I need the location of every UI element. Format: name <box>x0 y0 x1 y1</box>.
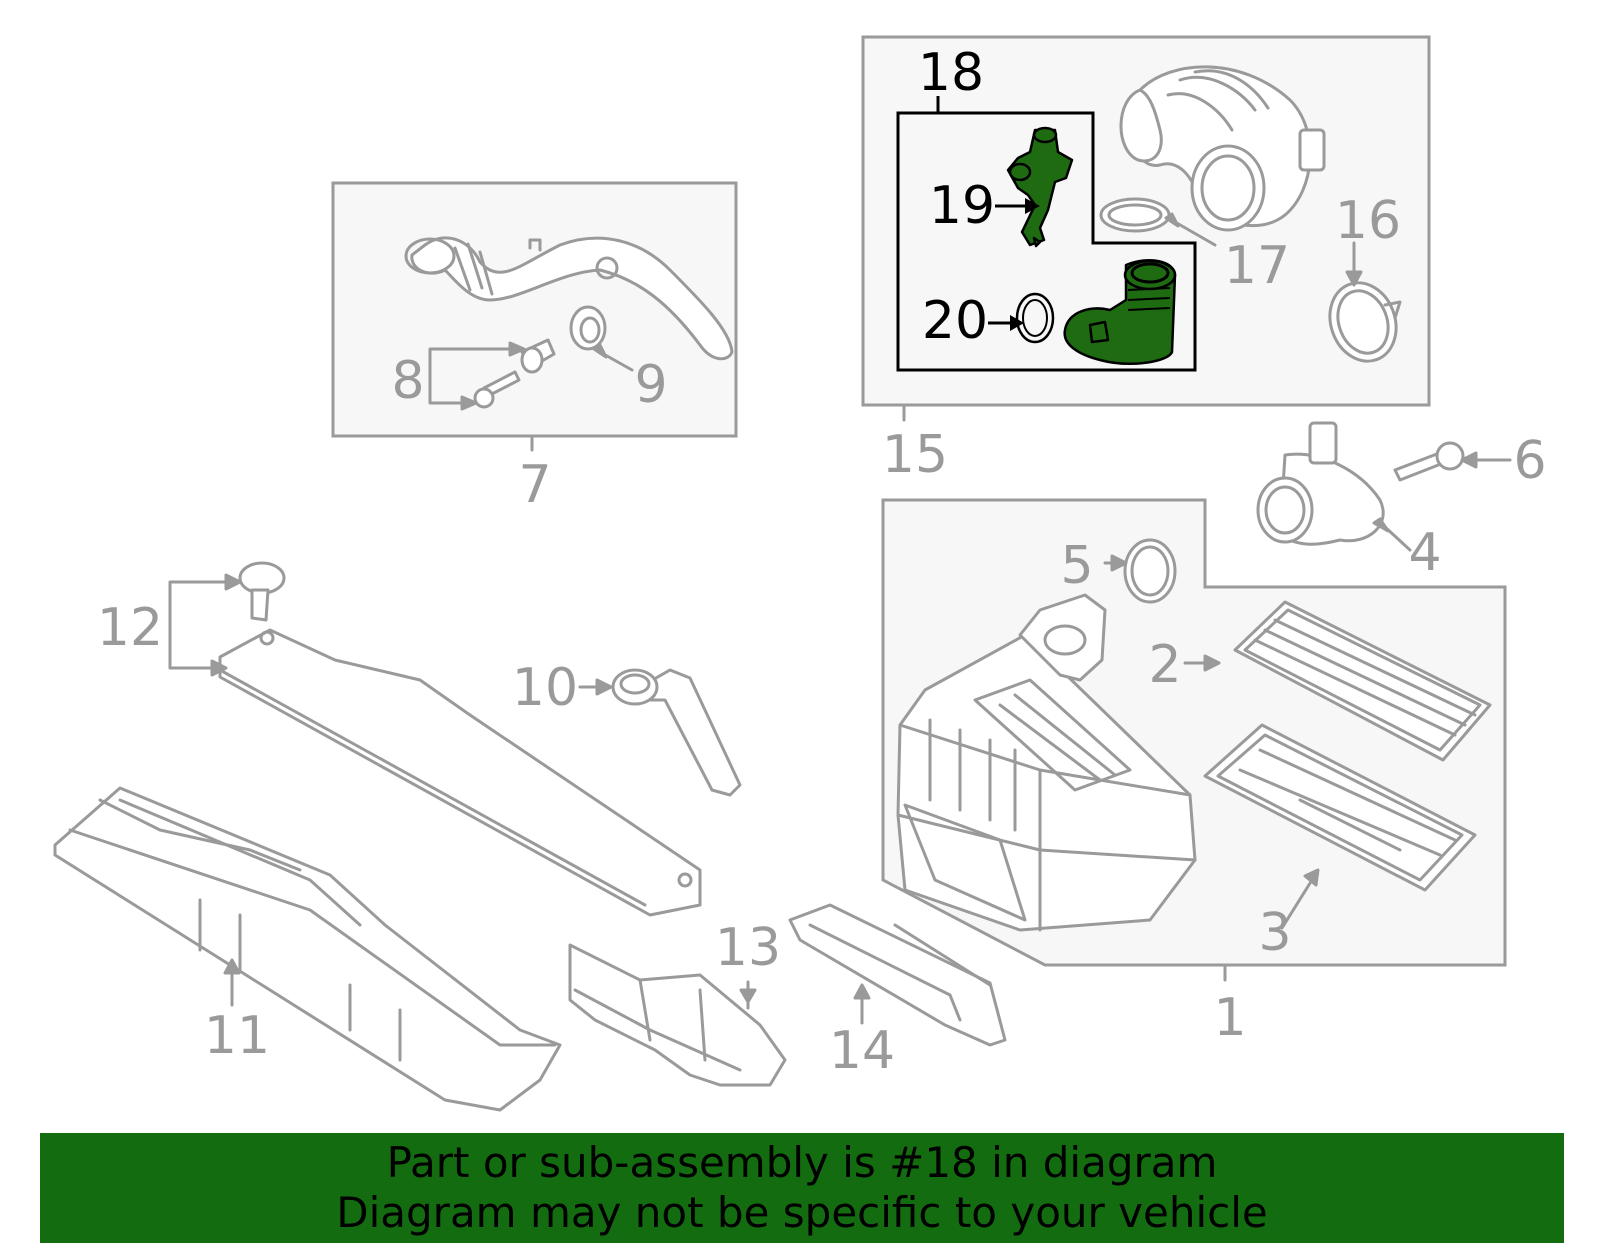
callout-14: 14 <box>829 1021 895 1081</box>
sub-assembly-18-outline <box>896 96 1197 372</box>
pushpin-8a[interactable] <box>520 338 556 374</box>
valve-19[interactable] <box>1006 126 1074 248</box>
hose-10[interactable] <box>611 668 742 797</box>
maf-sensor-4[interactable] <box>1256 421 1385 546</box>
duct-14[interactable] <box>788 903 1007 1047</box>
callout-5: 5 <box>1060 536 1093 596</box>
intake-hose-7[interactable] <box>404 236 734 361</box>
air-cleaner-housing[interactable] <box>896 593 1197 932</box>
callout-8: 8 <box>391 351 424 411</box>
pushpin-12[interactable] <box>238 561 286 622</box>
clamp-16[interactable] <box>1319 273 1407 370</box>
callout-3: 3 <box>1258 903 1291 963</box>
filter-element-2[interactable] <box>1233 600 1492 762</box>
callout-15: 15 <box>882 425 948 485</box>
bolt-6[interactable] <box>1393 441 1465 482</box>
callout-12: 12 <box>97 598 163 658</box>
air-duct-11[interactable] <box>53 786 562 1112</box>
callout-9: 9 <box>634 355 667 415</box>
grommet-9[interactable] <box>569 305 607 351</box>
banner-line-2: Diagram may not be specific to your vehi… <box>336 1188 1268 1237</box>
bracket-12-cover[interactable] <box>218 628 702 917</box>
callout-2: 2 <box>1148 635 1181 695</box>
intake-duct-15[interactable] <box>1119 65 1326 232</box>
elbow-18[interactable] <box>1063 259 1177 365</box>
group-7 <box>331 181 738 452</box>
info-banner: Part or sub-assembly is #18 in diagram D… <box>40 1133 1564 1243</box>
callout-20: 20 <box>922 291 988 351</box>
callout-11: 11 <box>204 1006 270 1066</box>
group-1 <box>881 498 1507 982</box>
callout-17: 17 <box>1224 236 1290 296</box>
filter-element-3[interactable] <box>1203 723 1477 892</box>
oring-5[interactable] <box>1123 538 1177 604</box>
group-15 <box>861 35 1431 422</box>
clamp-17[interactable] <box>1099 197 1171 233</box>
bolt-8b[interactable] <box>473 370 521 409</box>
callout-13: 13 <box>715 918 781 978</box>
banner-line-1: Part or sub-assembly is #18 in diagram <box>386 1138 1218 1187</box>
bracket-13[interactable] <box>568 943 787 1087</box>
callout-4: 4 <box>1408 523 1441 583</box>
callout-1: 1 <box>1213 988 1246 1048</box>
callout-10: 10 <box>512 658 578 718</box>
callout-19: 19 <box>929 176 995 236</box>
callout-7: 7 <box>518 455 551 515</box>
callout-18: 18 <box>918 43 984 103</box>
callout-6: 6 <box>1513 431 1546 491</box>
oring-20[interactable] <box>1015 292 1055 344</box>
callout-16: 16 <box>1335 191 1401 251</box>
